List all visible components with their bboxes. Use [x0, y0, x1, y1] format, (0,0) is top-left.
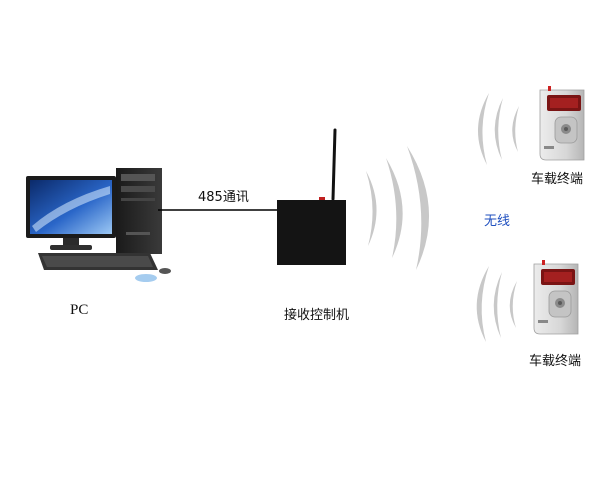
wireless-label: 无线 — [484, 214, 511, 229]
link-label-485: 485通讯 — [198, 190, 249, 205]
terminal-bottom-icon — [533, 260, 579, 335]
terminal-top-icon — [539, 86, 585, 161]
pc-icon — [26, 168, 171, 282]
terminal-bottom-label: 车载终端 — [529, 354, 582, 369]
controller-icon — [277, 128, 346, 265]
terminal-top-signal-icon — [477, 93, 519, 165]
terminal-top-label: 车载终端 — [531, 172, 584, 187]
controller-label: 接收控制机 — [284, 308, 350, 323]
antenna-icon — [331, 128, 337, 201]
terminal-bottom-signal-icon — [476, 266, 517, 342]
pc-label: PC — [70, 302, 89, 318]
controller-signal-icon — [366, 146, 430, 270]
